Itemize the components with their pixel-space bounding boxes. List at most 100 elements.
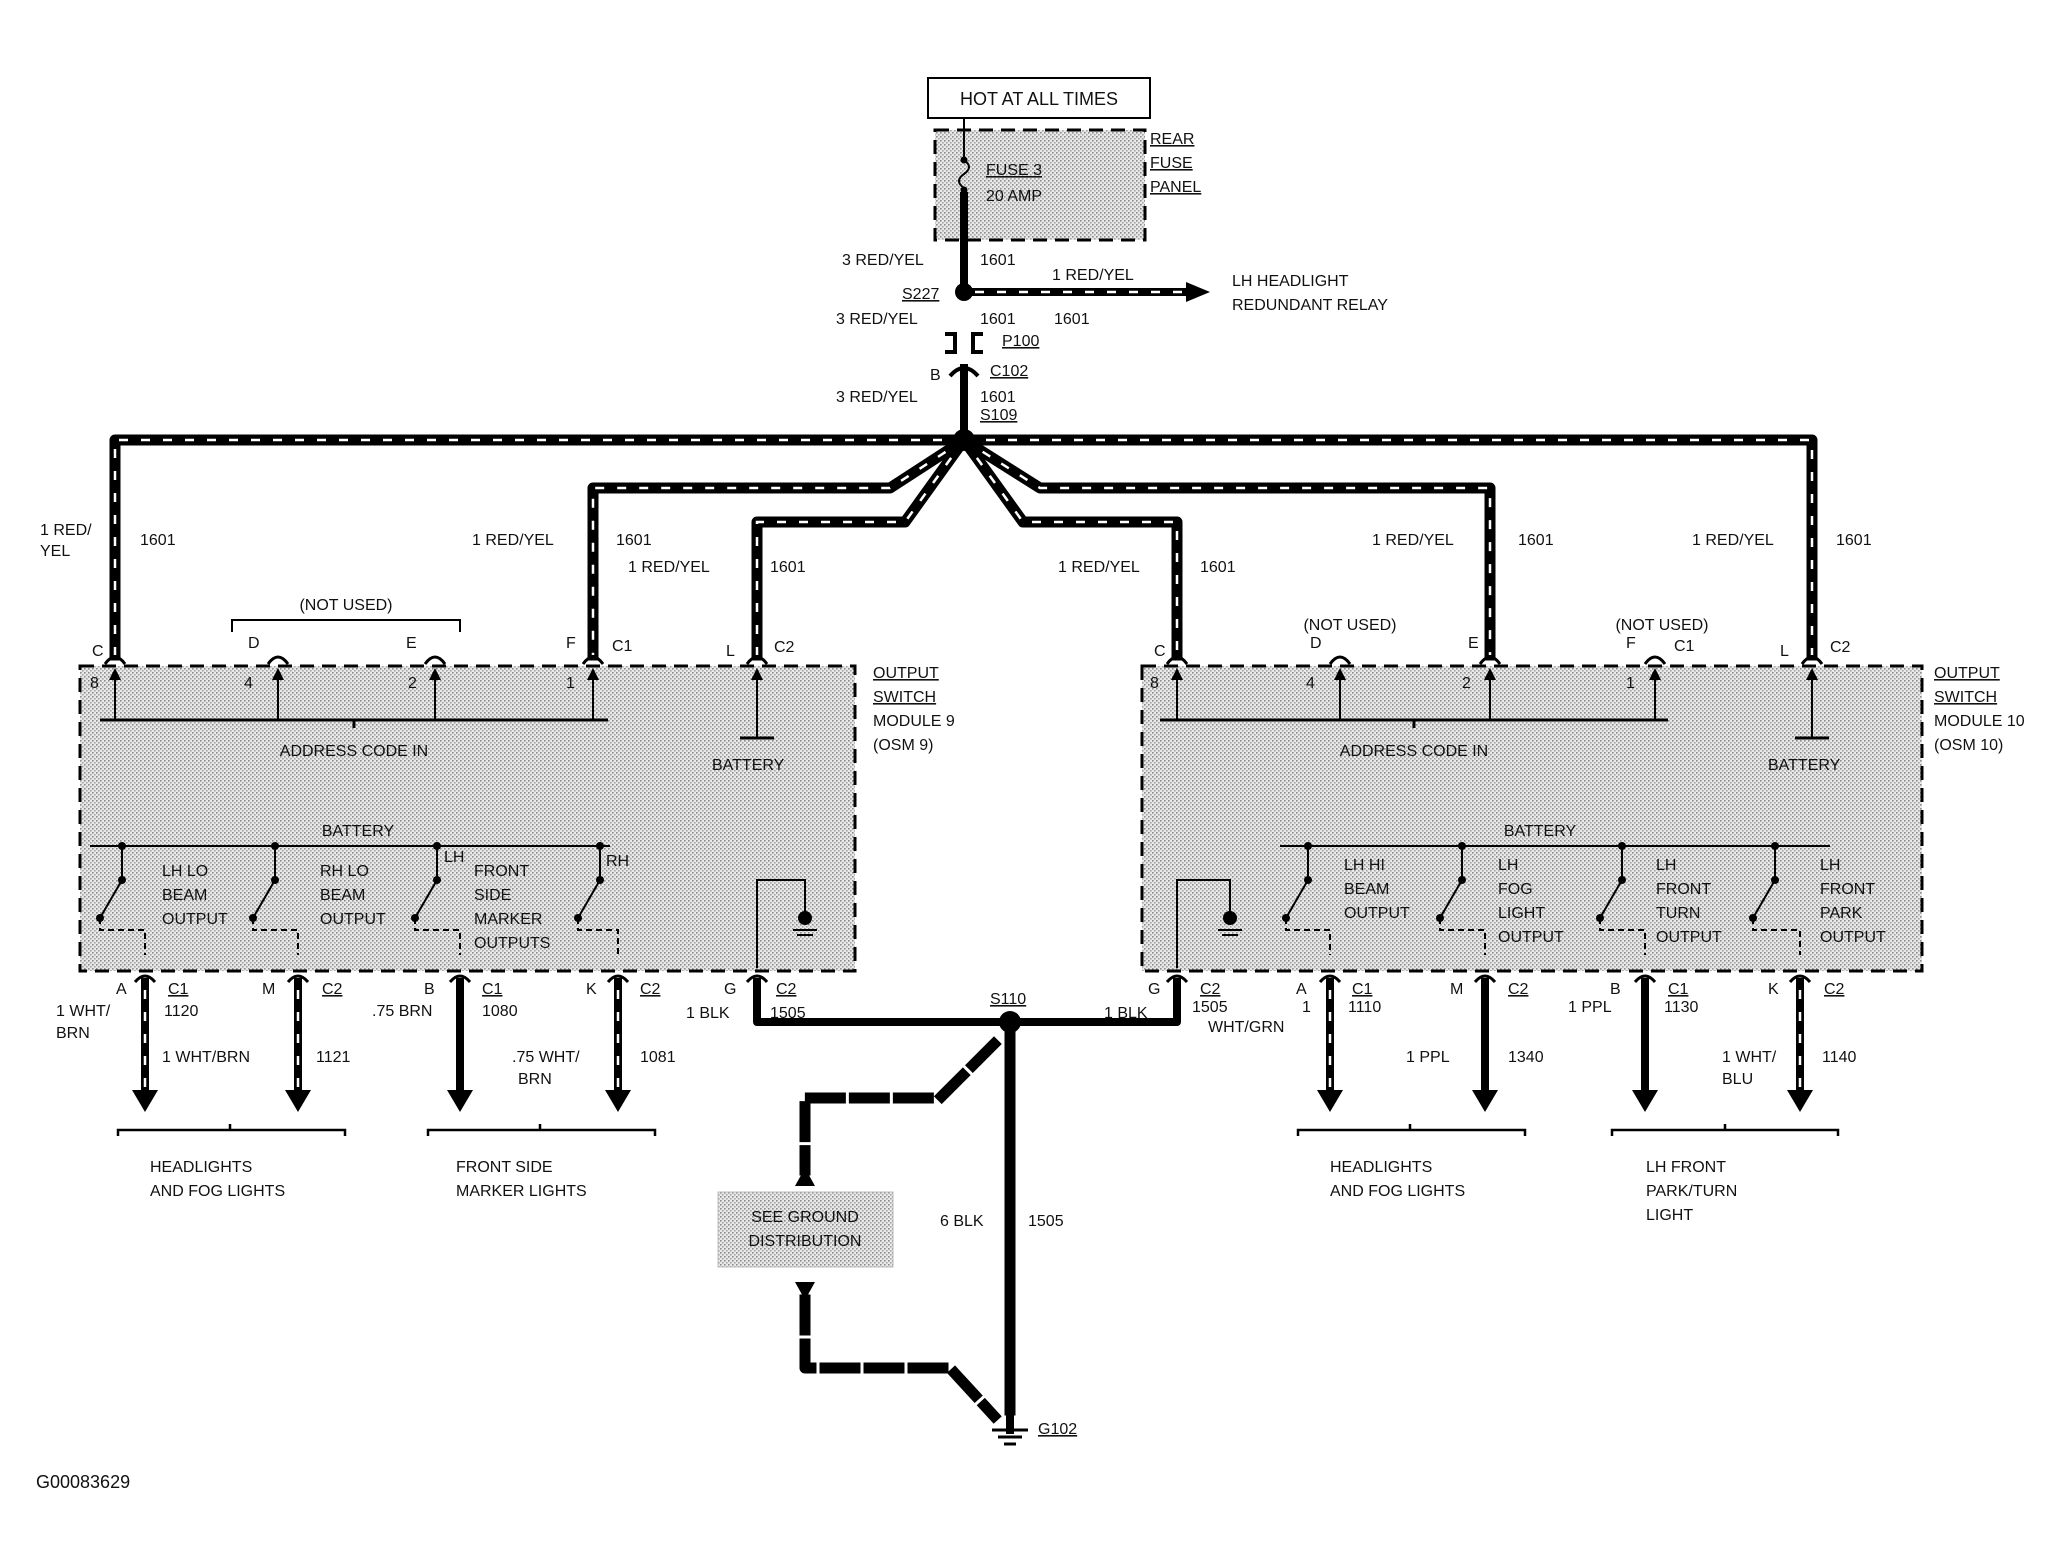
osm10-out-k-pin: K (1768, 981, 1779, 998)
ground-circuit: S110 6 BLK 1505 SEE GROUND DISTRIBUTION … (717, 978, 1181, 1446)
c102-pin: B (930, 367, 941, 384)
osm10-feed-l-circuit: 1601 (1836, 532, 1872, 549)
feed-circuit-label-1: 1601 (980, 252, 1016, 269)
osm9-load-1-line-2: AND FOG LIGHTS (150, 1183, 285, 1200)
feed-wire-label-1: 3 RED/YEL (842, 252, 924, 269)
osm10-sw2-label-4: OUTPUT (1498, 929, 1564, 946)
osm9-feed-l-stripe (755, 439, 966, 655)
fuse-rating: 20 AMP (986, 188, 1042, 205)
osm9-addr-bracket (100, 718, 608, 728)
splice-s227-label: S227 (902, 286, 939, 303)
osm10-addr-arrow-1 (1649, 668, 1661, 680)
ground-dist-arrow-down-icon (795, 1282, 815, 1300)
osm9-out-m-conn: C2 (322, 981, 343, 998)
osm10-pin-c: C (1154, 643, 1166, 660)
osm9-load-2-line-1: FRONT SIDE (456, 1159, 553, 1176)
osm9-out-k-wire-label: .75 WHT/ (512, 1049, 580, 1066)
osm10-sw3-blade (1599, 879, 1623, 919)
osm9-out-a-connector-icon (133, 974, 157, 984)
osm10-pin-d: D (1310, 635, 1322, 652)
feed-wire-label-3: 3 RED/YEL (836, 389, 918, 406)
osm9-inner-pin-2: 2 (408, 675, 417, 692)
osm9-out-g-connector-icon (745, 974, 769, 984)
osm10-sw4-label-2: FRONT (1820, 881, 1875, 898)
osm9-out-k-arrow-icon (605, 1090, 631, 1112)
osm9-out-k-pin: K (586, 981, 597, 998)
osm9-addr-arrow-2 (429, 668, 441, 680)
osm9-out-b-pin: B (424, 981, 435, 998)
osm10-box (1140, 664, 1924, 973)
fuse-terminal-top (960, 156, 968, 164)
osm9-sw3-label-5: OUTPUTS (474, 935, 550, 952)
feed-circuit-label-4: 1601 (980, 389, 1016, 406)
osm9-battery-label: BATTERY (712, 757, 785, 774)
osm10-out-k-conn: C2 (1824, 981, 1845, 998)
osm9-sw4-blade (577, 879, 601, 919)
osm9-out-a-circuit: 1120 (164, 1003, 199, 1020)
osm9-name-1: OUTPUT (873, 665, 939, 682)
main-feed: 3 RED/YEL 1601 S227 1 RED/YEL LH HEADLIG… (836, 192, 1388, 444)
osm10-pin-f: F (1626, 635, 1636, 652)
osm10-out-g-conn: C2 (1200, 981, 1221, 998)
p100-bracket-right (971, 332, 983, 354)
osm10-pin-e-icon (1478, 655, 1502, 665)
osm10-sw1-label-2: BEAM (1344, 881, 1389, 898)
osm10-module: (NOT USED) (NOT USED) C D E F C1 L C2 8 (1140, 617, 2025, 973)
osm10-out-g-circuit: 1505 (1192, 999, 1228, 1016)
osm9-name-2: SWITCH (873, 689, 936, 706)
osm9-switch-labels: LH LO BEAM OUTPUT RH LO BEAM OUTPUT LH F… (162, 849, 629, 952)
osm9-addr-arrow-4 (272, 668, 284, 680)
osm10-load-2-line-2: PARK/TURN (1646, 1183, 1737, 1200)
osm10-battery-bus-label: BATTERY (1504, 823, 1577, 840)
osm10-out-b-wire-label: 1 PPL (1568, 999, 1612, 1016)
see-ground-line-1: SEE GROUND (751, 1209, 859, 1226)
osm10-out-m-conn: C2 (1508, 981, 1529, 998)
osm10-feed-l-wire: 1 RED/YEL (1692, 532, 1774, 549)
fuse-panel-label-3: PANEL (1150, 179, 1201, 196)
osm9-feed-c-wire2: YEL (40, 543, 70, 560)
osm9-feed-f-circuit: 1601 (616, 532, 652, 549)
ground-circuit-label: 1505 (1028, 1213, 1064, 1230)
osm10-inner-pin-8: 8 (1150, 675, 1159, 692)
osm10-addr-arrow-8 (1171, 668, 1183, 680)
osm9-out-b-arrow-icon (447, 1090, 473, 1112)
osm10-sw2-label-2: FOG (1498, 881, 1533, 898)
osm9-load-bracket-1 (116, 1124, 347, 1136)
osm10-addr-arrow-4 (1334, 668, 1346, 680)
osm10-pin-c-icon (1165, 655, 1189, 665)
osm9-sw3-out (414, 918, 461, 955)
splice-s109-dot (953, 429, 975, 451)
osm10-sw2-blade (1439, 879, 1463, 919)
c102-connector-icon (948, 366, 980, 378)
osm10-sw3-label-2: FRONT (1656, 881, 1711, 898)
feed-circuit-label-3: 1601 (1054, 311, 1090, 328)
osm10-sw3-label-1: LH (1656, 857, 1676, 874)
osm9-load-2-line-2: MARKER LIGHTS (456, 1183, 587, 1200)
see-ground-box (717, 1191, 894, 1268)
osm9-address-code: 8 4 2 1 ADDRESS CODE IN (90, 668, 608, 760)
ground-dist-wire-lower (799, 1294, 1002, 1424)
osm9-out-a-conn: C1 (168, 981, 189, 998)
osm9-addr-arrow-1 (587, 668, 599, 680)
osm10-conn-c2: C2 (1830, 639, 1851, 656)
osm9-out-b-circuit: 1080 (482, 1003, 518, 1020)
osm10-load-bracket-1 (1296, 1124, 1527, 1136)
osm9-sw1-blade (99, 879, 123, 919)
osm9-sw2-node (271, 842, 279, 850)
osm9-sw3-label-3: SIDE (474, 887, 511, 904)
splice-s109-label: S109 (980, 407, 1017, 424)
osm10-out-b-circuit: 1130 (1664, 999, 1699, 1016)
osm10-feed-e-stripe (963, 438, 1492, 655)
osm10-sw1-out (1285, 918, 1331, 955)
osm10-sw4-blade (1752, 879, 1776, 919)
osm10-inner-pin-2: 2 (1462, 675, 1471, 692)
hot-at-all-times-label: HOT AT ALL TIMES (960, 89, 1118, 109)
osm9-feed-f-stripe (591, 438, 965, 655)
osm10-out-g-wire-label: 1 BLK (1104, 1005, 1148, 1022)
osm9-out-k-circuit: 1081 (640, 1049, 676, 1066)
osm9-out-a-wire-label: 1 WHT/ (56, 1003, 111, 1020)
splice-s110-dot (999, 1011, 1021, 1033)
osm10-out-b-connector-icon (1633, 974, 1657, 984)
osm10-sw1-label-3: OUTPUT (1344, 905, 1410, 922)
osm9-out-m-pin: M (262, 981, 275, 998)
